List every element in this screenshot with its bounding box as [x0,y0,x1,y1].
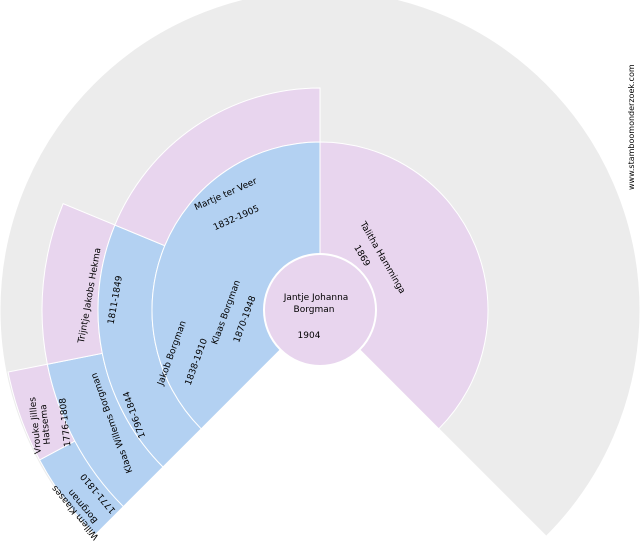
ggg-mother-name-line2: Hatsema [39,404,53,445]
root-name-line2: Borgman [294,305,335,315]
root-dates: 1904 [298,331,321,341]
watermark-text: www.stamboomonderzoek.com [627,64,636,190]
label-ggg-mother: Vrouke Jillles Hatsema 1776-1808 [28,396,73,454]
root-person-circle[interactable] [263,253,377,367]
root-name-line1: Jantje Johanna [283,293,349,303]
